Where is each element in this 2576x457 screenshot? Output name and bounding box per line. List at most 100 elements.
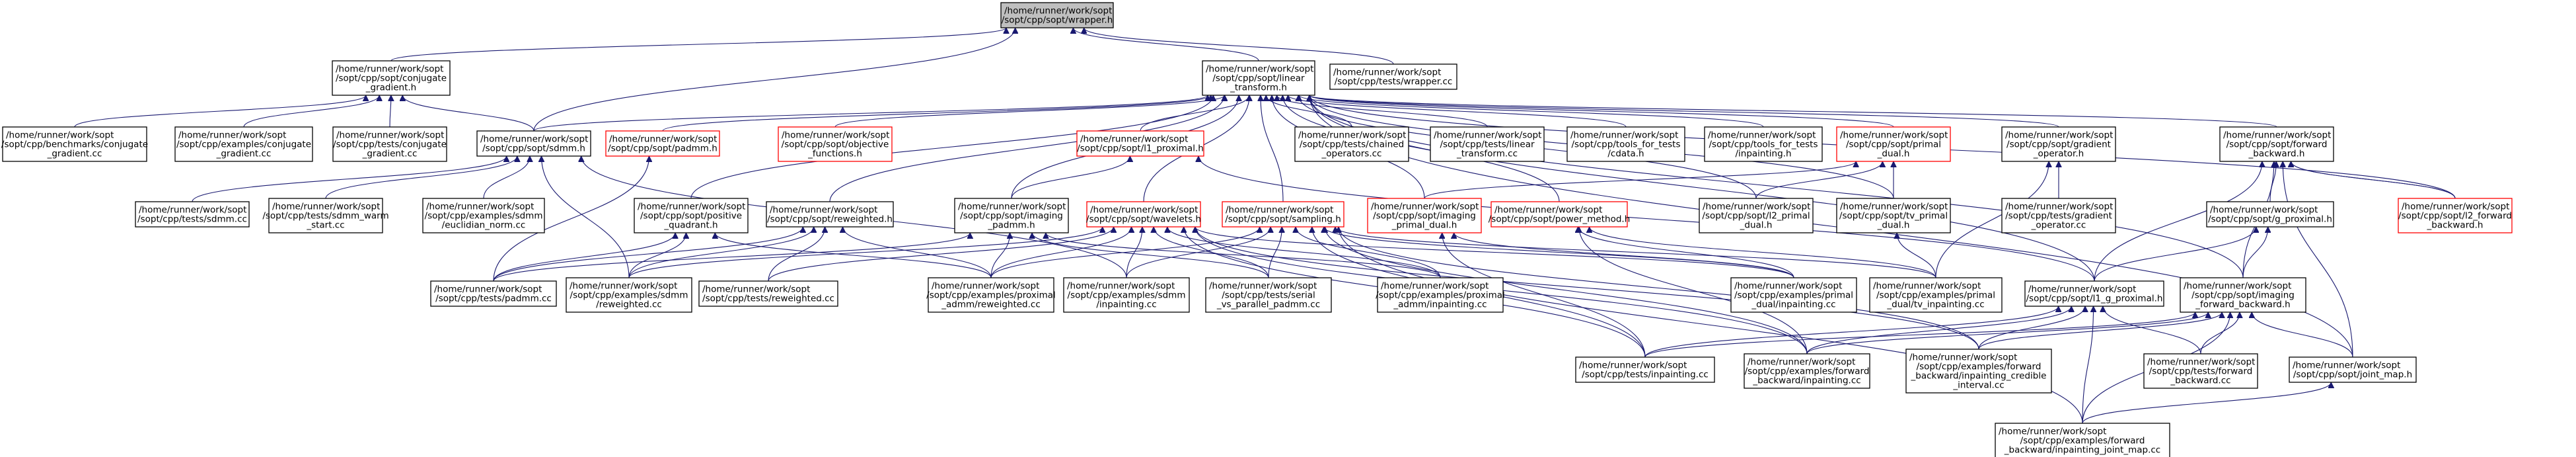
graph-node-primal-dual-h[interactable]: /home/runner/work/sopt/sopt/cpp/sopt/pri…: [1836, 126, 1951, 162]
graph-node-tests-conjugate-gradient-cc[interactable]: /home/runner/work/sopt/sopt/cpp/tests/co…: [332, 126, 447, 162]
node-box: [2398, 198, 2513, 233]
graph-node-examples-forward-backward-inpainting-joint-map-cc[interactable]: /home/runner/work/sopt/sopt/cpp/examples…: [1995, 423, 2170, 457]
node-label-line: _admm/reweighted.cc: [941, 300, 1041, 310]
node-box: [1490, 201, 1628, 228]
graph-node-gradient-operator-h[interactable]: /home/runner/work/sopt/sopt/cpp/sopt/gra…: [2001, 126, 2116, 162]
dependency-edge: [1296, 226, 1441, 278]
node-label-line: /sopt/cpp/sopt/imaging: [1373, 211, 1476, 222]
node-label-line: _gradient.cc: [216, 149, 272, 159]
node-label-line: /home/runner/work/sopt: [1333, 67, 1441, 78]
node-box: [1000, 2, 1114, 28]
graph-node-conjugate-gradient-h[interactable]: /home/runner/work/sopt/sopt/cpp/sopt/con…: [332, 60, 451, 96]
node-label-line: /sopt/cpp/tests/forward: [2149, 366, 2253, 377]
graph-node-tests-gradient-operator-cc[interactable]: /home/runner/work/sopt/sopt/cpp/tests/gr…: [2001, 198, 2116, 233]
graph-node-l2-forward-backward-h[interactable]: /home/runner/work/sopt/sopt/cpp/sopt/l2_…: [2398, 198, 2513, 233]
graph-node-padmm-h[interactable]: /home/runner/work/sopt/sopt/cpp/sopt/pad…: [605, 130, 720, 157]
node-box: [566, 277, 692, 313]
dependency-edge: [1978, 312, 2222, 350]
graph-node-examples-proximal-admm-reweighted-cc[interactable]: /home/runner/work/sopt/sopt/cpp/examples…: [926, 277, 1056, 313]
dependency-edge: [1578, 226, 1794, 278]
graph-node-wavelets-h[interactable]: /home/runner/work/sopt/sopt/cpp/sopt/wav…: [1086, 201, 1201, 228]
graph-node-sdmm-h[interactable]: /home/runner/work/sopt/sopt/cpp/sopt/sdm…: [476, 130, 591, 157]
graph-node-tests-sdmm-cc[interactable]: /home/runner/work/sopt/sopt/cpp/tests/sd…: [135, 201, 250, 228]
node-label-line: /home/runner/work/sopt: [1999, 427, 2106, 437]
dependency-edge: [1268, 227, 1282, 278]
graph-node-tests-reweighted-cc[interactable]: /home/runner/work/sopt/sopt/cpp/tests/re…: [698, 280, 838, 307]
node-label-line: _interval.cc: [1952, 380, 2004, 391]
node-label-line: /inpainting.h: [1735, 149, 1791, 159]
dependency-edge: [1126, 226, 1270, 278]
graph-node-tests-linear-transform-cc[interactable]: /home/runner/work/sopt/sopt/cpp/tests/li…: [1430, 126, 1545, 162]
graph-node-positive-quadrant-h[interactable]: /home/runner/work/sopt/sopt/cpp/sopt/pos…: [634, 198, 749, 233]
graph-node-tests-inpainting-cc[interactable]: /home/runner/work/sopt/sopt/cpp/tests/in…: [1575, 356, 1715, 383]
node-box: [1566, 126, 1685, 162]
graph-node-tests-sdmm-warm-start-cc[interactable]: /home/runner/work/sopt/sopt/cpp/tests/sd…: [262, 198, 389, 233]
graph-node-examples-forward-backward-inpainting-credible-interval-cc[interactable]: /home/runner/work/sopt/sopt/cpp/examples…: [1905, 349, 2052, 394]
node-label-line: _gradient.cc: [362, 149, 418, 159]
node-label-line: /sopt/cpp/sopt/imaging: [2191, 290, 2295, 301]
node-label-line: /home/runner/work/sopt: [1840, 130, 1948, 141]
dependency-edge: [1288, 95, 1627, 128]
node-label-line: /sopt/cpp/tests/conjugate: [333, 140, 447, 150]
graph-node-l1-proximal-h[interactable]: /home/runner/work/sopt/sopt/cpp/sopt/l1_…: [1076, 130, 1204, 157]
graph-node-tests-wrapper-cc[interactable]: /home/runner/work/sopt/sopt/cpp/tests/wr…: [1329, 63, 1457, 90]
node-label-line: _backward.cc: [2170, 376, 2230, 386]
graph-node-tools-for-tests-cdata-h[interactable]: /home/runner/work/sopt/sopt/cpp/tools_fo…: [1566, 126, 1685, 162]
graph-node-benchmarks-conjugate-gradient-cc[interactable]: /home/runner/work/sopt/sopt/cpp/benchmar…: [1, 126, 148, 162]
dependency-edge: [1167, 226, 1441, 278]
graph-node-l2-primal-dual-h[interactable]: /home/runner/work/sopt/sopt/cpp/sopt/l2_…: [1699, 198, 1814, 233]
dependency-edge: [325, 155, 517, 199]
graph-node-tests-padmm-cc[interactable]: /home/runner/work/sopt/sopt/cpp/tests/pa…: [430, 280, 557, 307]
dependency-edge: [1590, 226, 1936, 278]
graph-node-tools-for-tests-inpainting-h[interactable]: /home/runner/work/sopt/sopt/cpp/tools_fo…: [1704, 126, 1823, 162]
graph-node-tv-primal-dual-h[interactable]: /home/runner/work/sopt/sopt/cpp/sopt/tv_…: [1836, 198, 1951, 233]
graph-node-imaging-forward-backward-h[interactable]: /home/runner/work/sopt/sopt/cpp/sopt/ima…: [2180, 277, 2306, 313]
node-label-line: /sopt/cpp/sopt/sdmm.h: [482, 144, 585, 154]
node-label-line: /home/runner/work/sopt: [782, 130, 889, 141]
dependency-edge: [768, 226, 1114, 282]
graph-node-imaging-primal-dual-h[interactable]: /home/runner/work/sopt/sopt/cpp/sopt/ima…: [1367, 198, 1482, 233]
dependency-edge: [493, 156, 649, 282]
node-label-line: /home/runner/work/sopt: [1298, 130, 1406, 141]
node-label-line: /sopt/cpp/examples/sdmm: [1068, 290, 1186, 301]
dependency-edge: [1978, 306, 2085, 350]
node-label-line: /home/runner/work/sopt: [426, 202, 534, 212]
graph-node-examples-sdmm-reweighted-cc[interactable]: /home/runner/work/sopt/sopt/cpp/examples…: [566, 277, 692, 313]
node-label-line: /home/runner/work/sopt: [1080, 134, 1188, 145]
graph-node-tests-forward-backward-cc[interactable]: /home/runner/work/sopt/sopt/cpp/tests/fo…: [2143, 353, 2258, 389]
graph-node-sampling-h[interactable]: /home/runner/work/sopt/sopt/cpp/sopt/sam…: [1222, 201, 1344, 228]
graph-node-examples-primal-dual-tv-inpainting-cc[interactable]: /home/runner/work/sopt/sopt/cpp/examples…: [1869, 277, 2003, 313]
graph-node-linear-transform-h[interactable]: /home/runner/work/sopt/sopt/cpp/sopt/lin…: [1202, 60, 1315, 96]
graph-node-tests-chained-operators-cc[interactable]: /home/runner/work/sopt/sopt/cpp/tests/ch…: [1294, 126, 1409, 162]
node-label-line: /sopt/cpp/sopt/sampling.h: [1225, 214, 1341, 225]
node-label-line: /home/runner/work/sopt: [570, 281, 677, 292]
graph-node-root[interactable]: /home/runner/work/sopt/sopt/cpp/sopt/wra…: [1000, 2, 1114, 28]
graph-node-examples-conjugate-gradient-cc[interactable]: /home/runner/work/sopt/sopt/cpp/examples…: [174, 126, 313, 162]
graph-node-l1-g-proximal-h[interactable]: /home/runner/work/sopt/sopt/cpp/sopt/l1_…: [2024, 280, 2164, 307]
node-box: [1699, 198, 1814, 233]
graph-node-forward-backward-h[interactable]: /home/runner/work/sopt/sopt/cpp/sopt/for…: [2219, 126, 2334, 162]
graph-node-power-method-h[interactable]: /home/runner/work/sopt/sopt/cpp/sopt/pow…: [1489, 201, 1631, 228]
graph-node-reweighted-h[interactable]: /home/runner/work/sopt/sopt/cpp/sopt/rew…: [766, 201, 894, 228]
graph-node-objective-functions-h[interactable]: /home/runner/work/sopt/sopt/cpp/sopt/obj…: [778, 126, 893, 162]
graph-node-tests-serial-vs-parallel-padmm-cc[interactable]: /home/runner/work/sopt/sopt/cpp/tests/se…: [1205, 277, 1332, 313]
graph-node-examples-sdmm-inpainting-cc[interactable]: /home/runner/work/sopt/sopt/cpp/examples…: [1063, 277, 1190, 313]
node-label-line: /sopt/cpp/tests/inpainting.cc: [1582, 370, 1709, 380]
node-label-line: _dual.h: [1740, 220, 1773, 231]
node-label-line: _dual.h: [1877, 149, 1910, 159]
node-label-line: /home/runner/work/sopt: [638, 202, 745, 212]
graph-node-g-proximal-h[interactable]: /home/runner/work/sopt/sopt/cpp/sopt/g_p…: [2206, 201, 2334, 228]
node-label-line: /home/runner/work/sopt: [2210, 205, 2318, 216]
node-label-line: /sopt/cpp/tests/serial: [1222, 290, 1315, 301]
graph-node-imaging-padmm-h[interactable]: /home/runner/work/sopt/sopt/cpp/sopt/ima…: [954, 198, 1069, 233]
graph-node-joint-map-h[interactable]: /home/runner/work/sopt/sopt/cpp/sopt/joi…: [2289, 356, 2417, 383]
graph-node-examples-sdmm-euclidian-norm-cc[interactable]: /home/runner/work/sopt/sopt/cpp/examples…: [422, 198, 545, 233]
dependency-edge: [2094, 226, 2256, 282]
node-label-line: _vs_parallel_padmm.cc: [1216, 300, 1320, 310]
graph-node-examples-forward-backward-inpainting-cc[interactable]: /home/runner/work/sopt/sopt/cpp/examples…: [1744, 353, 1870, 389]
graph-node-examples-primal-dual-inpainting-cc[interactable]: /home/runner/work/sopt/sopt/cpp/examples…: [1730, 277, 1857, 313]
node-box: [1575, 356, 1715, 383]
node-box: [766, 201, 894, 228]
graph-node-examples-proximal-admm-inpainting-cc[interactable]: /home/runner/work/sopt/sopt/cpp/examples…: [1376, 277, 1505, 313]
dependency-edge: [2291, 161, 2456, 199]
